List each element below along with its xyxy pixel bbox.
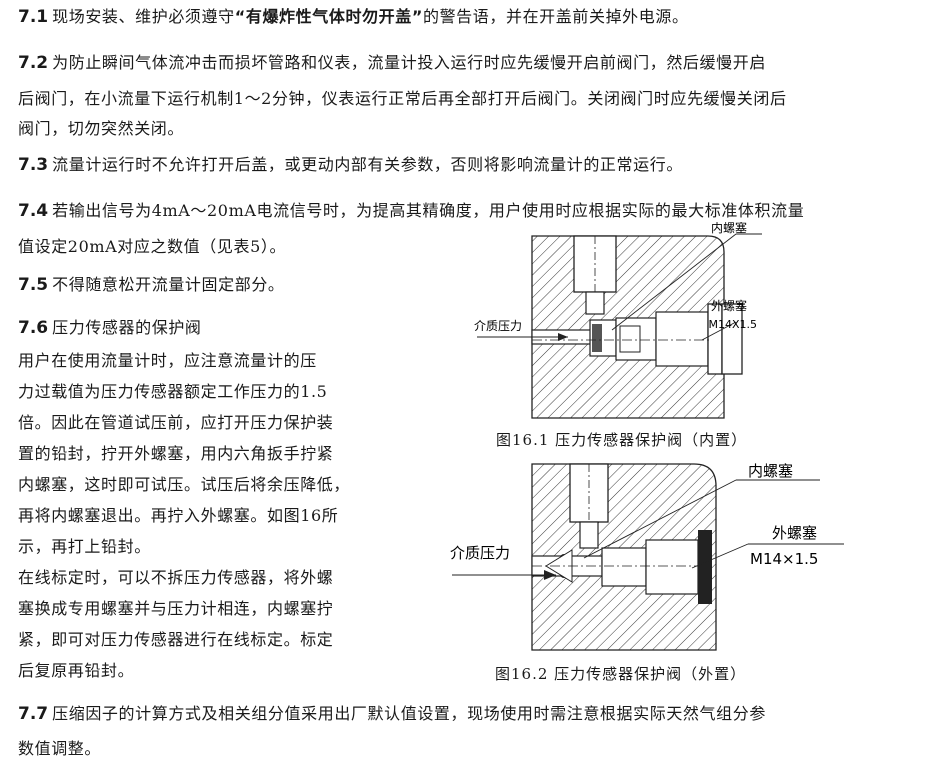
section-7-2-line3: 阀门，切勿突然关闭。 (18, 119, 185, 138)
section-number: 7.2 (18, 53, 49, 73)
paragraph-line: 再将内螺塞退出。再拧入外螺塞。如图16所 (18, 506, 339, 525)
paragraph-line: 倍。因此在管道试压前，应打开压力保护装 (18, 413, 334, 432)
section-text: 若输出信号为4mA～20mA电流信号时，为提高其精确度，用户使用时应根据实际的最… (52, 201, 805, 220)
medium-pressure-label: 介质压力 (474, 319, 522, 333)
section-text: 为防止瞬间气体流冲击而损坏管路和仪表，流量计投入运行时应先缓慢开启前阀门，然后缓… (52, 53, 766, 72)
medium-pressure-label: 介质压力 (450, 544, 510, 562)
paragraph-line: 紧，即可对压力传感器进行在线标定。标定 (18, 630, 334, 649)
figure-16-2-caption: 图16.2 压力传感器保护阀（外置） (495, 665, 747, 683)
outer-plug-label: 外螺塞 (711, 298, 747, 313)
paragraph-line: 内螺塞，这时即可试压。试压后将余压降低， (18, 475, 351, 494)
figure-16-1-caption: 图16.1 压力传感器保护阀（内置） (496, 431, 748, 449)
section-number: 7.1 (18, 7, 49, 27)
outer-plug-label: 外螺塞 (772, 524, 817, 542)
section-number: 7.4 (18, 201, 49, 221)
paragraph-line: 在线标定时，可以不拆压力传感器，将外螺 (18, 568, 334, 587)
paragraph-line: 置的铅封，拧开外螺塞，用内六角扳手拧紧 (18, 444, 334, 463)
thread-spec-label: M14X1.5 (708, 318, 757, 331)
inner-plug-label: 内螺塞 (711, 222, 747, 235)
figure-16-1-diagram: 内螺塞 外螺塞 M14X1.5 介质压力 (474, 222, 762, 419)
section-text: 流量计运行时不允许打开后盖，或更动内部有关参数，否则将影响流量计的正常运行。 (52, 155, 683, 174)
section-text: 现场安装、维护必须遵守 (52, 7, 235, 26)
section-7-4-line2: 值设定20mA对应之数值（见表5）。 (18, 237, 287, 256)
paragraph-line: 示，再打上铅封。 (18, 537, 151, 556)
section-number: 7.3 (18, 155, 49, 175)
figure-16-2-diagram: 内螺塞 外螺塞 M14×1.5 介质压力 (450, 462, 844, 651)
paragraph-line: 塞换成专用螺塞并与压力计相连，内螺塞拧 (18, 599, 334, 618)
warning-phrase: “有爆炸性气体时勿开盖” (234, 7, 423, 26)
paragraph-line: 力过载值为压力传感器额定工作压力的1.5 (18, 382, 328, 401)
section-text: 不得随意松开流量计固定部分。 (52, 275, 285, 294)
paragraph-line: 用户在使用流量计时，应注意流量计的压 (18, 351, 317, 370)
section-title: 压力传感器的保护阀 (52, 318, 202, 337)
inner-plug-label: 内螺塞 (748, 462, 793, 480)
thread-spec-label: M14×1.5 (750, 550, 818, 568)
section-7-2-line2: 后阀门，在小流量下运行机制1～2分钟，仪表运行正常后再全部打开后阀门。关闭阀门时… (18, 89, 787, 108)
section-number: 7.7 (18, 704, 49, 724)
section-7-7-line2: 数值调整。 (18, 739, 102, 758)
section-text: 的警告语，并在开盖前关掉外电源。 (422, 7, 689, 26)
section-number: 7.6 (18, 318, 49, 338)
paragraph-line: 后复原再铅封。 (18, 661, 135, 680)
section-number: 7.5 (18, 275, 49, 295)
section-text: 压缩因子的计算方式及相关组分值采用出厂默认值设置，现场使用时需注意根据实际天然气… (52, 704, 766, 723)
